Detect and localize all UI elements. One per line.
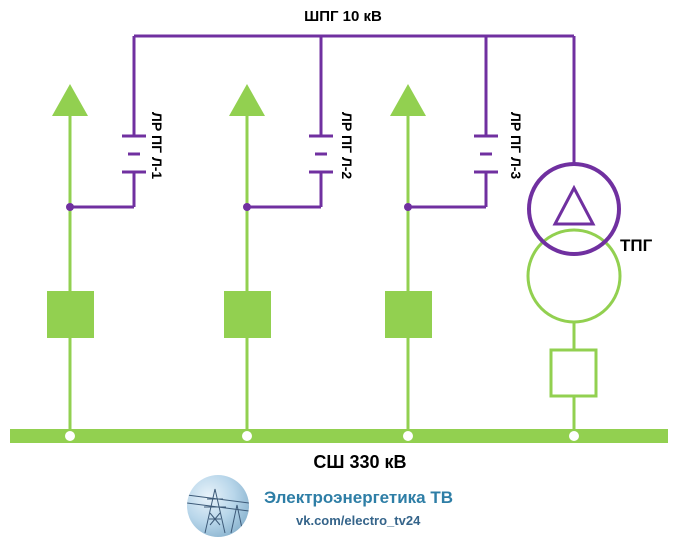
brand-url[interactable]: vk.com/electro_tv24 [296, 513, 421, 528]
junctions [66, 203, 412, 211]
arrow-l1 [52, 84, 88, 116]
brand-name: Электроэнергетика ТВ [264, 488, 454, 507]
busbar-connections [63, 429, 581, 443]
transformer-label: ТПГ [620, 236, 653, 255]
breaker-l1 [47, 291, 94, 338]
main-bus-label: СШ 330 кВ [313, 452, 407, 472]
top-bus-10kv [70, 34, 576, 209]
arrow-l2 [229, 84, 265, 116]
disconnector-l1-label: ЛР ПГ Л-1 [149, 112, 165, 180]
transformer-tpg [526, 162, 622, 324]
disconnector-l2 [309, 134, 333, 174]
disconnector-l3-label: ЛР ПГ Л-3 [508, 112, 524, 180]
main-busbar [10, 429, 668, 443]
breakers [47, 291, 432, 338]
breaker-l3 [385, 291, 432, 338]
disconnector-l2-label: ЛР ПГ Л-2 [339, 112, 355, 180]
breaker-l2 [224, 291, 271, 338]
disconnector-l1 [122, 134, 146, 174]
line-arrows [52, 84, 426, 116]
top-bus-label: ШПГ 10 кВ [304, 8, 382, 25]
brand-logo-icon [187, 475, 249, 537]
disconnector-l3 [474, 134, 498, 174]
delta-winding-icon [552, 184, 596, 226]
breaker-transformer [549, 348, 598, 398]
arrow-l3 [390, 84, 426, 116]
feeders-330kv [68, 112, 576, 436]
